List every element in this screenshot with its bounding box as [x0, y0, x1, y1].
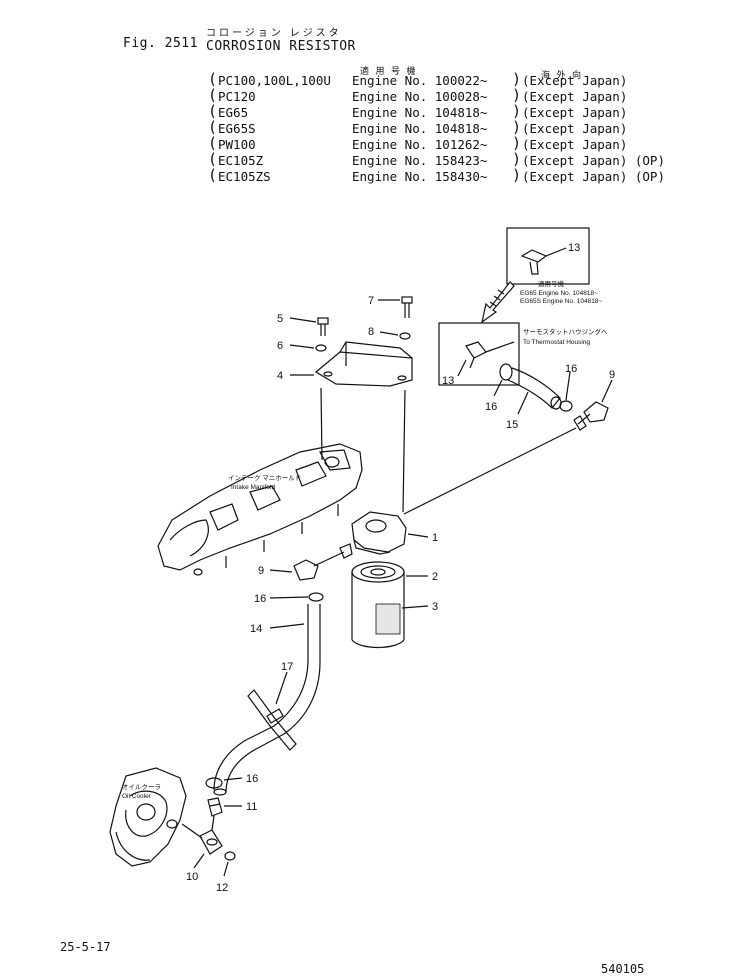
inset-line-1: EG65 Engine No. 104818~ [520, 290, 598, 297]
applicability-row: ( EG65 Engine No. 104818~ ) (Except Japa… [208, 102, 628, 120]
applicability-row: ( PC100,100L,100U Engine No. 100022~ ) (… [208, 70, 628, 88]
part-10 [181, 823, 223, 855]
bracket-4 [314, 341, 413, 387]
applicability-row: ( PC120 Engine No. 100028~ ) (Except Jap… [208, 86, 628, 104]
callout-2: 2 [432, 571, 438, 583]
intake-manifold-en: Intake Manifold [231, 484, 275, 491]
model-name: EC105ZS [218, 169, 271, 184]
callout-14: 14 [250, 623, 262, 635]
model-name: PC120 [218, 89, 256, 104]
hose-15 [499, 363, 562, 410]
resistor-cartridge-2 [351, 561, 405, 649]
model-name: EG65 [218, 105, 249, 120]
callout-13-inset: 13 [568, 242, 580, 254]
callout-5: 5 [277, 313, 283, 325]
resistor-head-1 [351, 511, 407, 555]
model-name: PC100,100L,100U [218, 73, 331, 88]
applicability-table: ( PC100,100L,100U Engine No. 100022~ ) (… [0, 0, 730, 200]
engine-number: Engine No. 100022~ [352, 73, 488, 88]
washer-8 [399, 332, 411, 340]
inset-line-2: EG65S Engine No. 104818~ [520, 298, 602, 305]
oil-cooler-en: Oil Cooler [122, 793, 152, 800]
reference-arrow [481, 281, 515, 324]
callout-4: 4 [277, 370, 283, 382]
page-code: 540105 [601, 962, 645, 976]
bolt-5 [317, 317, 329, 336]
callout-15: 15 [506, 419, 518, 431]
fitting-icon [520, 249, 548, 263]
oil-cooler-jp: オイルクーラ [122, 783, 161, 791]
inset-applicable-header: 適用号機 [538, 279, 565, 288]
callout-8: 8 [368, 326, 374, 338]
applicability-row: ( EG65S Engine No. 104818~ ) (Except Jap… [208, 118, 628, 136]
market: (Except Japan) [522, 137, 628, 152]
market: (Except Japan) [522, 105, 628, 120]
callout-3: 3 [432, 601, 438, 613]
callout-13: 13 [442, 375, 454, 387]
hose-14 [213, 604, 321, 796]
callout-16-lower: 16 [246, 773, 258, 785]
title-english: CORROSION RESISTOR [206, 39, 356, 54]
callout-9-top: 9 [609, 369, 615, 381]
engine-number: Engine No. 104818~ [352, 105, 488, 120]
market: (Except Japan) [522, 73, 628, 88]
fitting-stem [529, 261, 539, 275]
engine-number: Engine No. 101262~ [352, 137, 488, 152]
callout-16-mid: 16 [254, 593, 266, 605]
model-name: PW100 [218, 137, 256, 152]
intake-manifold-jp: インテーク マニホールド [228, 474, 301, 482]
bolt-7 [401, 296, 413, 318]
callout-9-bottom: 9 [258, 565, 264, 577]
market: (Except Japan) (OP) [522, 153, 665, 168]
callout-16-left: 16 [485, 401, 497, 413]
market: (Except Japan) (OP) [522, 169, 665, 184]
engine-number: Engine No. 100028~ [352, 89, 488, 104]
applicability-row: ( EC105ZS Engine No. 158430~ ) (Except J… [208, 166, 665, 184]
market: (Except Japan) [522, 121, 628, 136]
callout-10: 10 [186, 871, 198, 883]
clip-17 [247, 689, 297, 751]
thermostat-note-en: To Thermostat Housing [523, 339, 590, 346]
applicable-column-header: 適 用 号 機 [360, 66, 418, 76]
applicability-row: ( PW100 Engine No. 101262~ ) (Except Jap… [208, 134, 628, 152]
label-3 [375, 603, 401, 635]
inset-box: 13 適用号機 EG65 Engine No. 104818~ EG65S En… [506, 227, 602, 305]
date-code: 25-5-17 [60, 940, 111, 954]
clamp-16-lower [205, 777, 223, 789]
callout-12: 12 [216, 882, 228, 894]
fig-label: Fig. 2511 [123, 36, 198, 51]
overseas-column-header: 海 外 向 [541, 70, 584, 80]
clamp-16 [559, 400, 573, 412]
engine-number: Engine No. 158423~ [352, 153, 488, 168]
model-name: EG65S [218, 121, 256, 136]
engine-number: Engine No. 104818~ [352, 121, 488, 136]
clamp-16-mid [308, 592, 324, 602]
oil-cooler [109, 767, 187, 867]
thermostat-fitting-box: 13 [438, 322, 520, 387]
valve-9-bottom [293, 543, 353, 581]
market: (Except Japan) [522, 89, 628, 104]
callout-11: 11 [246, 801, 257, 813]
plug-12 [224, 851, 236, 861]
callout-17: 17 [281, 661, 293, 673]
engine-number: Engine No. 158430~ [352, 169, 488, 184]
valve-9-top [573, 401, 609, 431]
applicability-row: ( EC105Z Engine No. 158423~ ) (Except Ja… [208, 150, 665, 168]
callout-1: 1 [432, 532, 438, 544]
intake-manifold [157, 443, 363, 576]
callout-7: 7 [368, 295, 374, 307]
model-name: EC105Z [218, 153, 264, 168]
callout-16-top: 16 [565, 363, 577, 375]
callout-6: 6 [277, 340, 283, 352]
thermostat-note-jp: サーモスタットハウジングへ [523, 327, 608, 336]
title-japanese: コロージョン レジスタ [206, 28, 342, 39]
fitting-11 [207, 797, 223, 831]
washer-6 [315, 344, 327, 352]
